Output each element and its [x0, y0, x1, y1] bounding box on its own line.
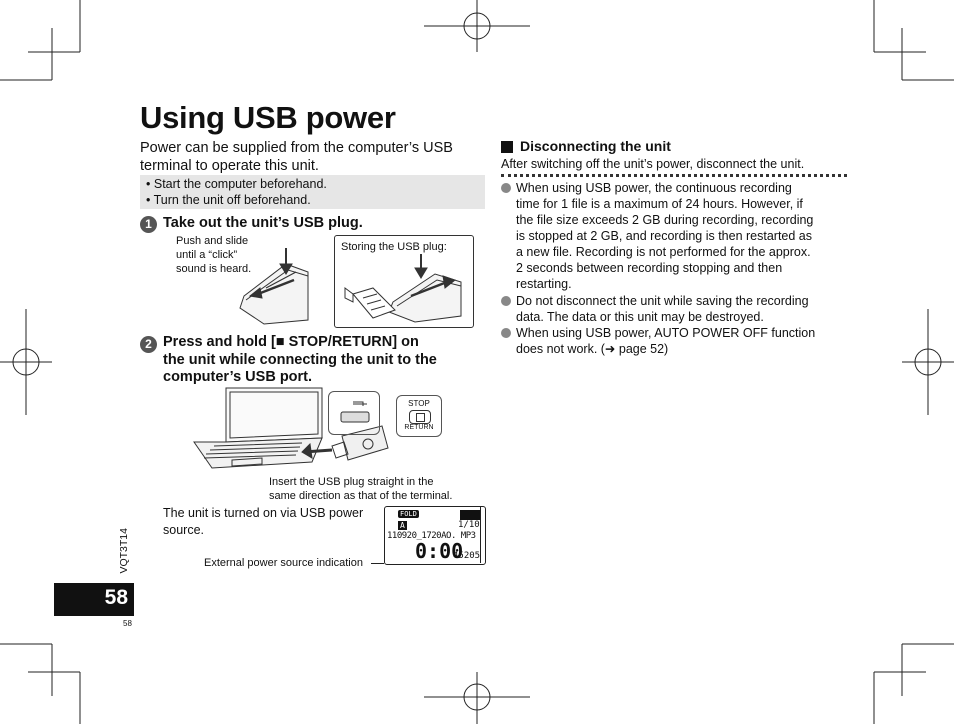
display-edge [480, 507, 485, 563]
prerequisites-box: • Start the computer beforehand. • Turn … [140, 175, 485, 209]
return-label: RETURN [404, 424, 434, 431]
lcd-display: FOLD A 1/10 110920_1720AO. MP3 0:00 4520… [384, 506, 486, 565]
model-code: VQT3T14 [118, 528, 130, 574]
note-item: When using USB power, the continuous rec… [501, 180, 846, 292]
remaining-time: 45205 [453, 551, 481, 561]
stop-label: STOP [408, 399, 430, 408]
step-1-title: Take out the unit’s USB plug. [163, 215, 363, 231]
stop-button-icon [409, 410, 431, 424]
usb-symbol-icon [340, 401, 370, 423]
storing-usb-label: Storing the USB plug: [341, 241, 447, 253]
note-item: Do not disconnect the unit while saving … [501, 293, 846, 325]
note-item: When using USB power, AUTO POWER OFF fun… [501, 325, 846, 357]
page-title: Using USB power [140, 100, 396, 135]
stop-return-button-closeup: STOP RETURN [396, 395, 442, 437]
folder-indicator: FOLD [398, 510, 419, 518]
powered-text: The unit is turned on via USB power sour… [163, 506, 364, 537]
page-number: 58 [104, 586, 128, 609]
prerequisite-item: • Start the computer beforehand. [146, 177, 327, 191]
dotted-divider [501, 174, 847, 177]
disconnect-intro: After switching off the unit’s power, di… [501, 157, 805, 171]
step-2-number-icon: 2 [140, 336, 157, 353]
prerequisite-item: • Turn the unit off beforehand. [146, 193, 311, 207]
file-name: 110920_1720AO. MP3 [387, 531, 476, 541]
step-1-caption: Push and slide until a “click” sound is … [176, 235, 252, 275]
folder-letter: A [398, 521, 407, 530]
disconnect-heading: Disconnecting the unit [520, 138, 671, 154]
intro-text: Power can be supplied from the computer’… [140, 140, 453, 174]
elapsed-time: 0:00 [415, 539, 464, 563]
external-power-leader-line [371, 563, 384, 564]
bullet-icon [501, 183, 511, 193]
step-2-title: Press and hold [■ STOP/RETURN] on the un… [163, 334, 437, 385]
usb-plug-storing-illustration [344, 254, 462, 323]
laptop-connection-illustration [193, 387, 389, 469]
step-1-number-icon: 1 [140, 216, 157, 233]
page-number-small: 58 [123, 619, 132, 628]
page-number-tab: 58 [54, 583, 134, 616]
file-counter: 1/10 [458, 520, 480, 530]
bullet-icon [501, 328, 511, 338]
external-power-icon [460, 510, 480, 520]
insert-caption: Insert the USB plug straight in the same… [269, 476, 453, 502]
external-power-label: External power source indication [204, 557, 363, 569]
section-square-icon [501, 141, 513, 153]
storing-usb-box: Storing the USB plug: [334, 235, 474, 328]
unit-slide-illustration [239, 248, 309, 325]
usb-port-closeup [328, 391, 380, 435]
bullet-icon [501, 296, 511, 306]
